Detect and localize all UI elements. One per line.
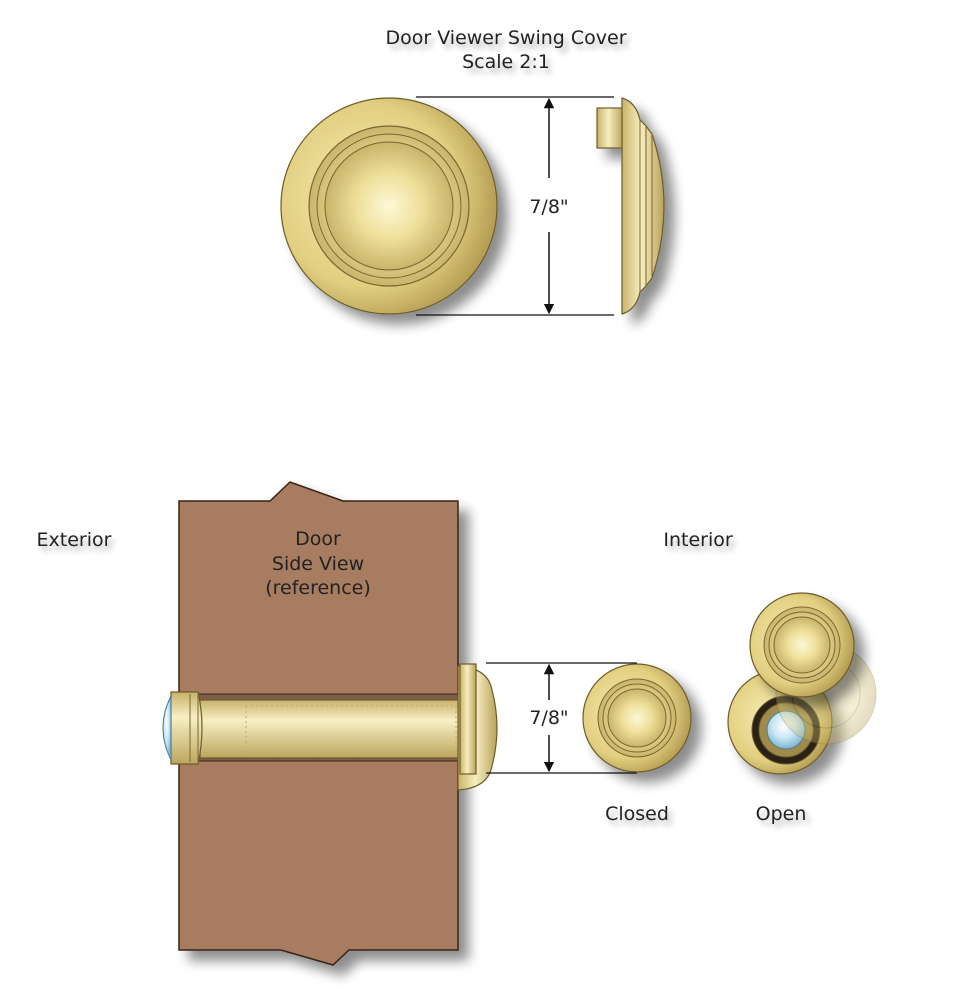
cover-open [727,592,877,775]
door-viewer-assembly [162,663,498,791]
door-label-line-2: Side View [272,553,364,575]
title-line-2: Scale 2:1 [462,51,550,73]
door-label-line-3: (reference) [265,577,371,599]
cover-closed [582,663,692,773]
title-line-1: Door Viewer Swing Cover [385,27,626,49]
diagram-title: Door Viewer Swing Cover Scale 2:1 [385,27,626,73]
swung-cover [749,592,855,698]
exterior-label: Exterior [37,529,112,551]
cover-front-view [280,97,498,315]
cover-side-view [596,97,665,315]
door-label: Door Side View (reference) [265,528,371,599]
open-label: Open [756,803,807,825]
top-dimension-label: 7/8" [529,196,568,218]
exterior-lens [162,695,172,761]
bottom-dimension: 7/8" [486,662,637,774]
closed-label: Closed [605,803,669,825]
top-dimension: 7/8" [416,96,614,316]
door-label-line-1: Door [295,528,341,550]
bottom-dimension-label: 7/8" [529,707,568,729]
interior-label: Interior [663,529,732,551]
